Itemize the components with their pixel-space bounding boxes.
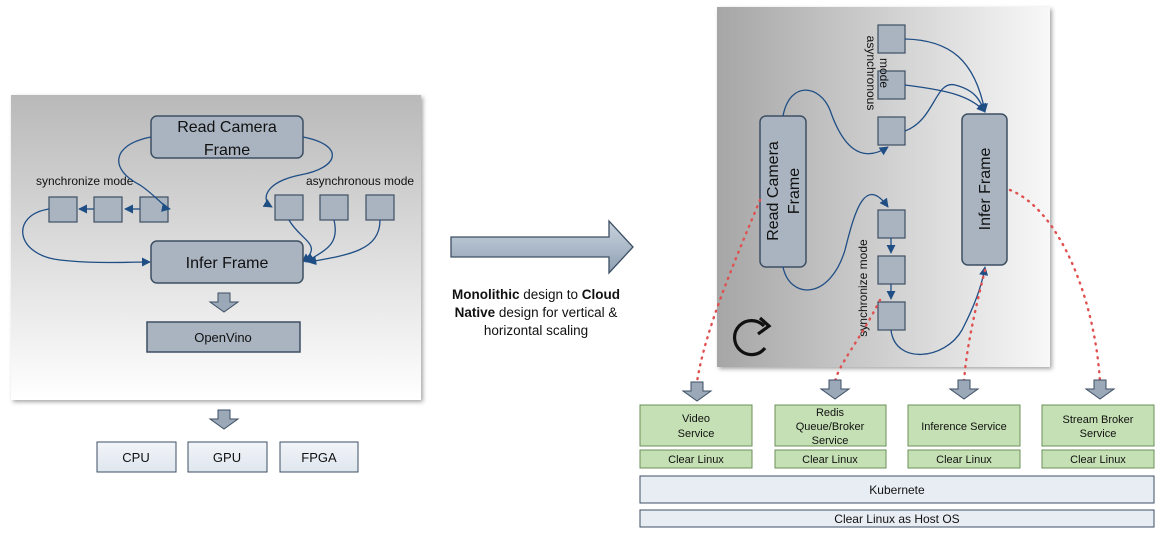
left-async-queue-box	[365, 194, 395, 221]
kubernete-label: Kubernete	[869, 483, 925, 497]
refresh-cycle-icon	[732, 316, 772, 357]
left-infer-frame-label: Infer Frame	[186, 255, 269, 272]
service-stream-broker: Stream Broker Service Clear Linux	[1041, 404, 1155, 469]
openvino-label: OpenVino	[194, 330, 252, 345]
left-read-frame-line2: Frame	[204, 142, 250, 159]
left-async-queue-box	[319, 194, 349, 221]
right-infer-frame: Infer Frame	[961, 113, 1008, 266]
left-read-camera-frame: Read Camera Frame	[150, 115, 304, 159]
host-os-label: Clear Linux as Host OS	[834, 512, 959, 526]
right-infer-frame-label: Infer Frame	[977, 148, 994, 231]
left-down-arrow-hardware	[208, 409, 240, 430]
left-sync-queue-box	[93, 196, 123, 223]
caption-bold-cloud-native: Cloud Native	[454, 287, 621, 320]
service-redis: Redis Queue/Broker Service Clear Linux	[774, 404, 887, 469]
service-name-line: Service	[812, 435, 849, 447]
service-os-label: Clear Linux	[802, 454, 858, 466]
service-name-line: Service	[678, 428, 715, 440]
service-down-arrow	[819, 379, 851, 400]
left-async-mode-label: asynchronous mode	[306, 174, 414, 188]
left-infer-frame: Infer Frame	[150, 240, 304, 284]
caption-bold-monolithic: Monolithic	[451, 287, 520, 302]
service-name-line: Service	[1080, 428, 1117, 440]
hardware-cpu: CPU	[96, 441, 177, 473]
host-os-layer: Clear Linux as Host OS	[639, 509, 1155, 528]
service-name-line: Inference Service	[921, 421, 1007, 433]
right-read-frame-line2: Frame	[786, 168, 803, 214]
right-sync-queue-box	[877, 255, 906, 285]
right-read-frame-line1: Read Camera	[765, 141, 782, 241]
caption-text: design for vertical & horizontal scaling	[483, 305, 618, 338]
right-flow-arrows	[782, 38, 989, 355]
left-read-frame-line1: Read Camera	[177, 119, 277, 136]
service-video: Video Service Clear Linux	[639, 404, 753, 469]
service-os-label: Clear Linux	[1070, 454, 1126, 466]
left-sync-mode-label: synchronize mode	[36, 174, 134, 188]
right-async-label-line1: asynchronous	[864, 36, 878, 111]
right-async-queue-box	[877, 116, 906, 146]
transition-arrow	[450, 219, 634, 275]
service-name-line: Queue/Broker	[796, 421, 865, 433]
service-mapping-dotted-lines	[695, 188, 1102, 384]
left-sync-queue-box	[48, 196, 78, 223]
left-sync-queue-box	[139, 196, 169, 223]
left-openvino-box: OpenVino	[146, 321, 301, 353]
right-sync-queue-box	[877, 301, 906, 331]
service-os-label: Clear Linux	[668, 454, 724, 466]
service-inference: Inference Service Clear Linux	[907, 404, 1021, 469]
right-async-queue-box	[877, 70, 906, 100]
hardware-label: FPGA	[301, 450, 337, 465]
hardware-label: CPU	[122, 450, 149, 465]
transition-caption: Monolithic design to Cloud Native design…	[436, 286, 636, 340]
service-name-line: Video	[682, 413, 710, 425]
right-sync-queue-box	[877, 209, 906, 239]
hardware-label: GPU	[213, 450, 241, 465]
kubernete-layer: Kubernete	[639, 475, 1155, 504]
service-name-line: Stream Broker	[1063, 414, 1134, 426]
left-down-arrow-openvino	[208, 292, 240, 313]
hardware-gpu: GPU	[187, 441, 268, 473]
service-os-label: Clear Linux	[936, 454, 992, 466]
right-async-label-line2: mode	[877, 58, 891, 88]
service-down-arrow	[1084, 379, 1116, 400]
service-down-arrow	[681, 381, 713, 402]
service-down-arrow	[948, 379, 980, 400]
right-read-camera-frame: Read Camera Frame	[759, 115, 807, 268]
hardware-fpga: FPGA	[279, 441, 359, 473]
left-flow-arrows	[22, 136, 381, 267]
left-async-queue-box	[274, 194, 304, 221]
right-sync-mode-label: synchronize mode	[856, 239, 870, 337]
service-name-line: Redis	[816, 407, 845, 419]
caption-text: design to	[519, 287, 582, 302]
right-async-queue-box	[877, 24, 906, 54]
